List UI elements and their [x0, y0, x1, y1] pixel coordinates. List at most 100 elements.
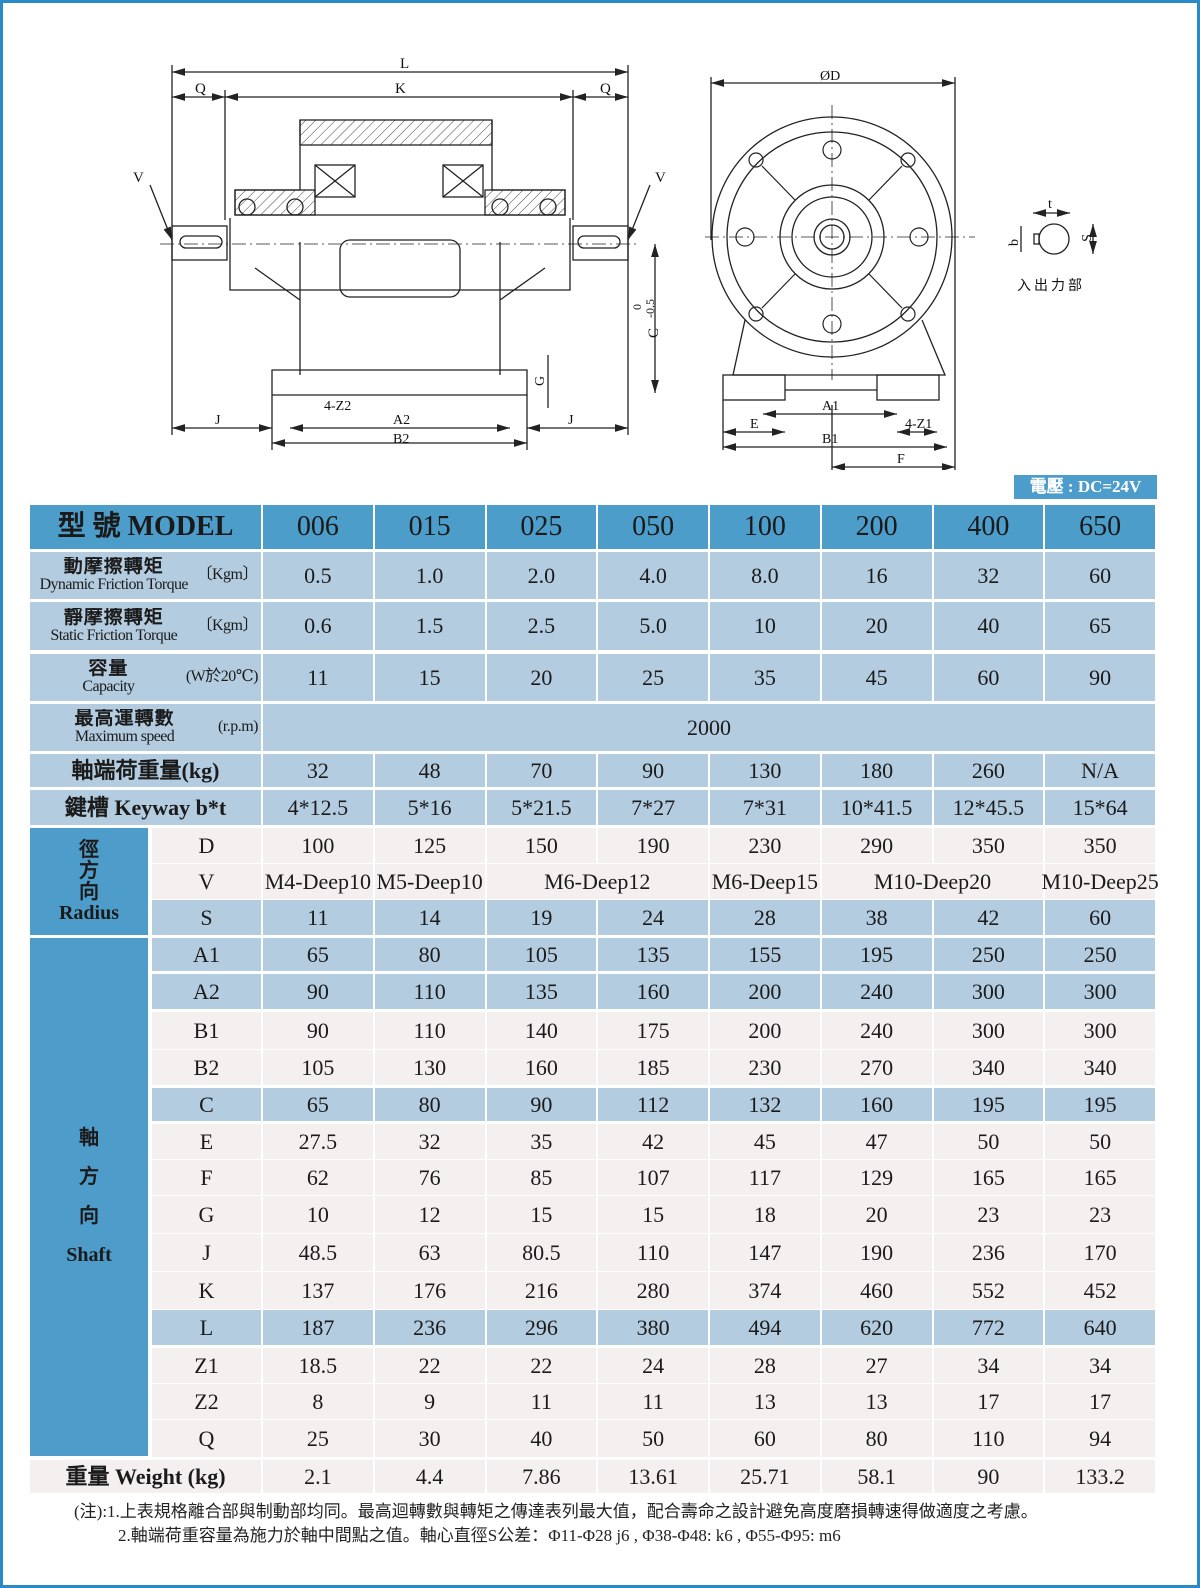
dimension-B1-value: 240 — [821, 1012, 932, 1049]
dimension-E-value: 47 — [821, 1124, 932, 1159]
dimension-F-value: 117 — [710, 1160, 820, 1195]
dimension-G-value: 10 — [263, 1196, 373, 1233]
dimension-J-value: 147 — [710, 1234, 820, 1271]
weight-value: 90 — [933, 1460, 1044, 1493]
shaft-load-value: 180 — [821, 754, 932, 787]
dimension-name: B2 — [152, 1050, 261, 1085]
dimension-A2-value: 240 — [821, 974, 932, 1009]
dimension-name: D — [152, 828, 261, 863]
shaft-group-label-zh-char: 向 — [79, 1205, 99, 1227]
label-C: C — [646, 328, 662, 338]
max-speed-unit: (r.p.m) — [217, 718, 259, 736]
shaft-load-value: 260 — [933, 754, 1044, 787]
model-column-header: 025 — [486, 505, 597, 549]
dimension-D-value: 125 — [374, 828, 485, 863]
dimension-name: C — [152, 1088, 261, 1121]
label-A2: A2 — [393, 413, 410, 428]
dimension-name: E — [152, 1124, 261, 1159]
dimension-B2-value: 185 — [598, 1050, 708, 1085]
spec-row-value: 2.5 — [486, 602, 597, 650]
dimension-C-value: 195 — [933, 1088, 1044, 1121]
dimension-S-value: 28 — [710, 900, 820, 935]
spec-label-zh: 靜摩擦轉矩 — [63, 607, 164, 628]
spec-label-unit: 〔Kgm〕 — [196, 616, 258, 634]
dimension-Z1-value: 34 — [933, 1348, 1044, 1383]
model-column-header: 015 — [374, 505, 485, 549]
dimension-G-value: 23 — [1045, 1196, 1155, 1233]
label-V-right: V — [655, 170, 666, 186]
spec-row-value: 0.5 — [263, 552, 373, 599]
dimension-L-value: 772 — [933, 1310, 1044, 1345]
spec-row-value: 20 — [821, 602, 932, 650]
spec-row-value: 5.0 — [598, 602, 708, 650]
dimension-A1-value: 195 — [821, 938, 932, 971]
radius-group-label-zh-char: 向 — [79, 880, 99, 903]
model-column-header: 200 — [821, 505, 932, 549]
dimension-B2-value: 270 — [821, 1050, 932, 1085]
label-B2: B2 — [393, 432, 409, 447]
dimension-L-value: 380 — [598, 1310, 708, 1345]
keyway-value: 12*45.5 — [933, 790, 1044, 825]
dimension-Z2-value: 17 — [933, 1384, 1044, 1419]
dimension-D-value: 150 — [486, 828, 597, 863]
label-4-Z2: 4-Z2 — [324, 399, 351, 414]
dimension-A1-value: 65 — [263, 938, 373, 971]
keyway-value: 7*31 — [710, 790, 820, 825]
side-view: L Q K Q V V C 0 -0.5 G 4-Z2 J A2 B2 J — [133, 56, 666, 450]
dimension-F-value: 129 — [821, 1160, 932, 1195]
dimension-A1-value: 250 — [1045, 938, 1155, 971]
dimension-F-value: 107 — [598, 1160, 708, 1195]
note-2: 2.軸端荷重容量為施力於軸中間點之值。軸心直徑S公差：Φ11-Φ28 j6 , … — [118, 1526, 841, 1545]
spec-row-value: 65 — [1045, 602, 1155, 650]
dimension-S-value: 11 — [263, 900, 373, 935]
dimension-A2-value: 200 — [710, 974, 820, 1009]
shaft-group-label-en: Shaft — [66, 1244, 112, 1266]
radius-group-label-zh-char: 方 — [79, 859, 99, 882]
dimension-B2-value: 160 — [486, 1050, 597, 1085]
max-speed-zh: 最高運轉數 — [74, 709, 175, 730]
dimension-G-value: 15 — [598, 1196, 708, 1233]
dimension-B2-value: 105 — [263, 1050, 373, 1085]
dimension-D-value: 290 — [821, 828, 932, 863]
dimension-D-value: 350 — [933, 828, 1044, 863]
spec-row-value: 32 — [933, 552, 1044, 599]
dimension-Z1-value: 22 — [486, 1348, 597, 1383]
keyway-value: 15*64 — [1045, 790, 1155, 825]
dimension-B2-value: 340 — [933, 1050, 1044, 1085]
dimension-V-value: M6-Deep12 — [486, 864, 708, 899]
weight-value: 7.86 — [486, 1460, 597, 1493]
weight-value: 58.1 — [821, 1460, 932, 1493]
dimension-K-value: 137 — [263, 1272, 373, 1309]
spec-label-unit: 〔Kgm〕 — [196, 566, 258, 584]
dimension-B2-value: 130 — [374, 1050, 485, 1085]
spec-label-zh: 動摩擦轉矩 — [63, 557, 164, 578]
label-L: L — [400, 56, 409, 72]
dimension-V-value: M4-Deep10 — [263, 864, 373, 899]
dimension-E-value: 45 — [710, 1124, 820, 1159]
spec-row-value: 60 — [933, 654, 1044, 701]
dimension-D-value: 230 — [710, 828, 820, 863]
dimension-name: A1 — [152, 938, 261, 971]
spec-row-value: 45 — [821, 654, 932, 701]
dimension-Q-value: 94 — [1045, 1420, 1155, 1457]
dimension-D-value: 350 — [1045, 828, 1155, 863]
dimension-C-value: 160 — [821, 1088, 932, 1121]
dimension-E-value: 35 — [486, 1124, 597, 1159]
keyway-value: 10*41.5 — [821, 790, 932, 825]
dimension-name: F — [152, 1160, 261, 1195]
dimension-name: V — [152, 864, 261, 899]
dimension-name: Q — [152, 1420, 261, 1457]
spec-row-value: 10 — [710, 602, 820, 650]
dimension-A1-value: 80 — [374, 938, 485, 971]
keyway-value: 5*21.5 — [486, 790, 597, 825]
shaft-load-value: 32 — [263, 754, 373, 787]
shaft-load-value: N/A — [1045, 754, 1155, 787]
dimension-K-value: 460 — [821, 1272, 932, 1309]
label-Q-right: Q — [600, 81, 611, 97]
model-column-header: 006 — [263, 505, 373, 549]
